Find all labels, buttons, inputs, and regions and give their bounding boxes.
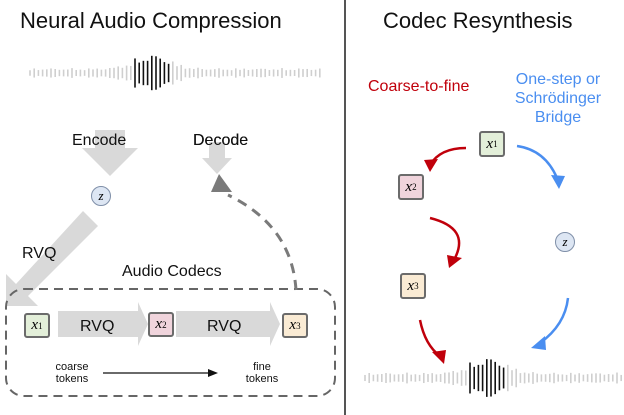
rvq-label: RVQ — [22, 245, 57, 262]
rvq-step-arrow-2 — [176, 302, 280, 346]
latent-node-left: z — [91, 186, 111, 206]
encode-arrow — [82, 130, 138, 176]
red-arrowhead-3 — [432, 350, 446, 364]
one-step-label: One-step or Schrödinger Bridge — [514, 71, 602, 126]
red-arrowhead-2 — [447, 255, 462, 268]
rvq-step-label-1: RVQ — [80, 318, 115, 335]
rvq-step-arrow-1 — [58, 302, 148, 346]
waveform-output — [364, 359, 623, 397]
right-panel-title: Codec Resynthesis — [383, 8, 573, 33]
red-arrow-2 — [429, 216, 461, 259]
red-arrow-3 — [418, 319, 441, 358]
latent-node-right: z — [555, 232, 575, 252]
left-panel-title: Neural Audio Compression — [20, 8, 282, 33]
coarse-to-fine-arrows — [418, 146, 467, 358]
red-arrowhead-1 — [424, 159, 438, 172]
encode-label: Encode — [72, 132, 127, 149]
waveform-input — [29, 55, 321, 91]
decode-arrow — [227, 193, 298, 291]
audio-codecs-label: Audio Codecs — [122, 263, 222, 280]
decode-arrow-head — [211, 174, 232, 192]
blue-arrowhead-2 — [531, 336, 546, 350]
coarse-to-fine-arrowhead — [208, 369, 218, 377]
decode-label-front: Decode — [193, 132, 249, 149]
blue-arrow-2 — [539, 297, 570, 345]
rvq-arrow — [6, 211, 98, 306]
decode-label: Decode — [193, 132, 249, 149]
blue-arrowhead-1 — [551, 175, 565, 189]
blue-arrow-1 — [516, 144, 559, 179]
rvq-step-label-2: RVQ — [207, 318, 242, 335]
decode-block-arrow — [202, 142, 232, 174]
coarse-to-fine-label: Coarse-to-fine — [368, 78, 470, 95]
